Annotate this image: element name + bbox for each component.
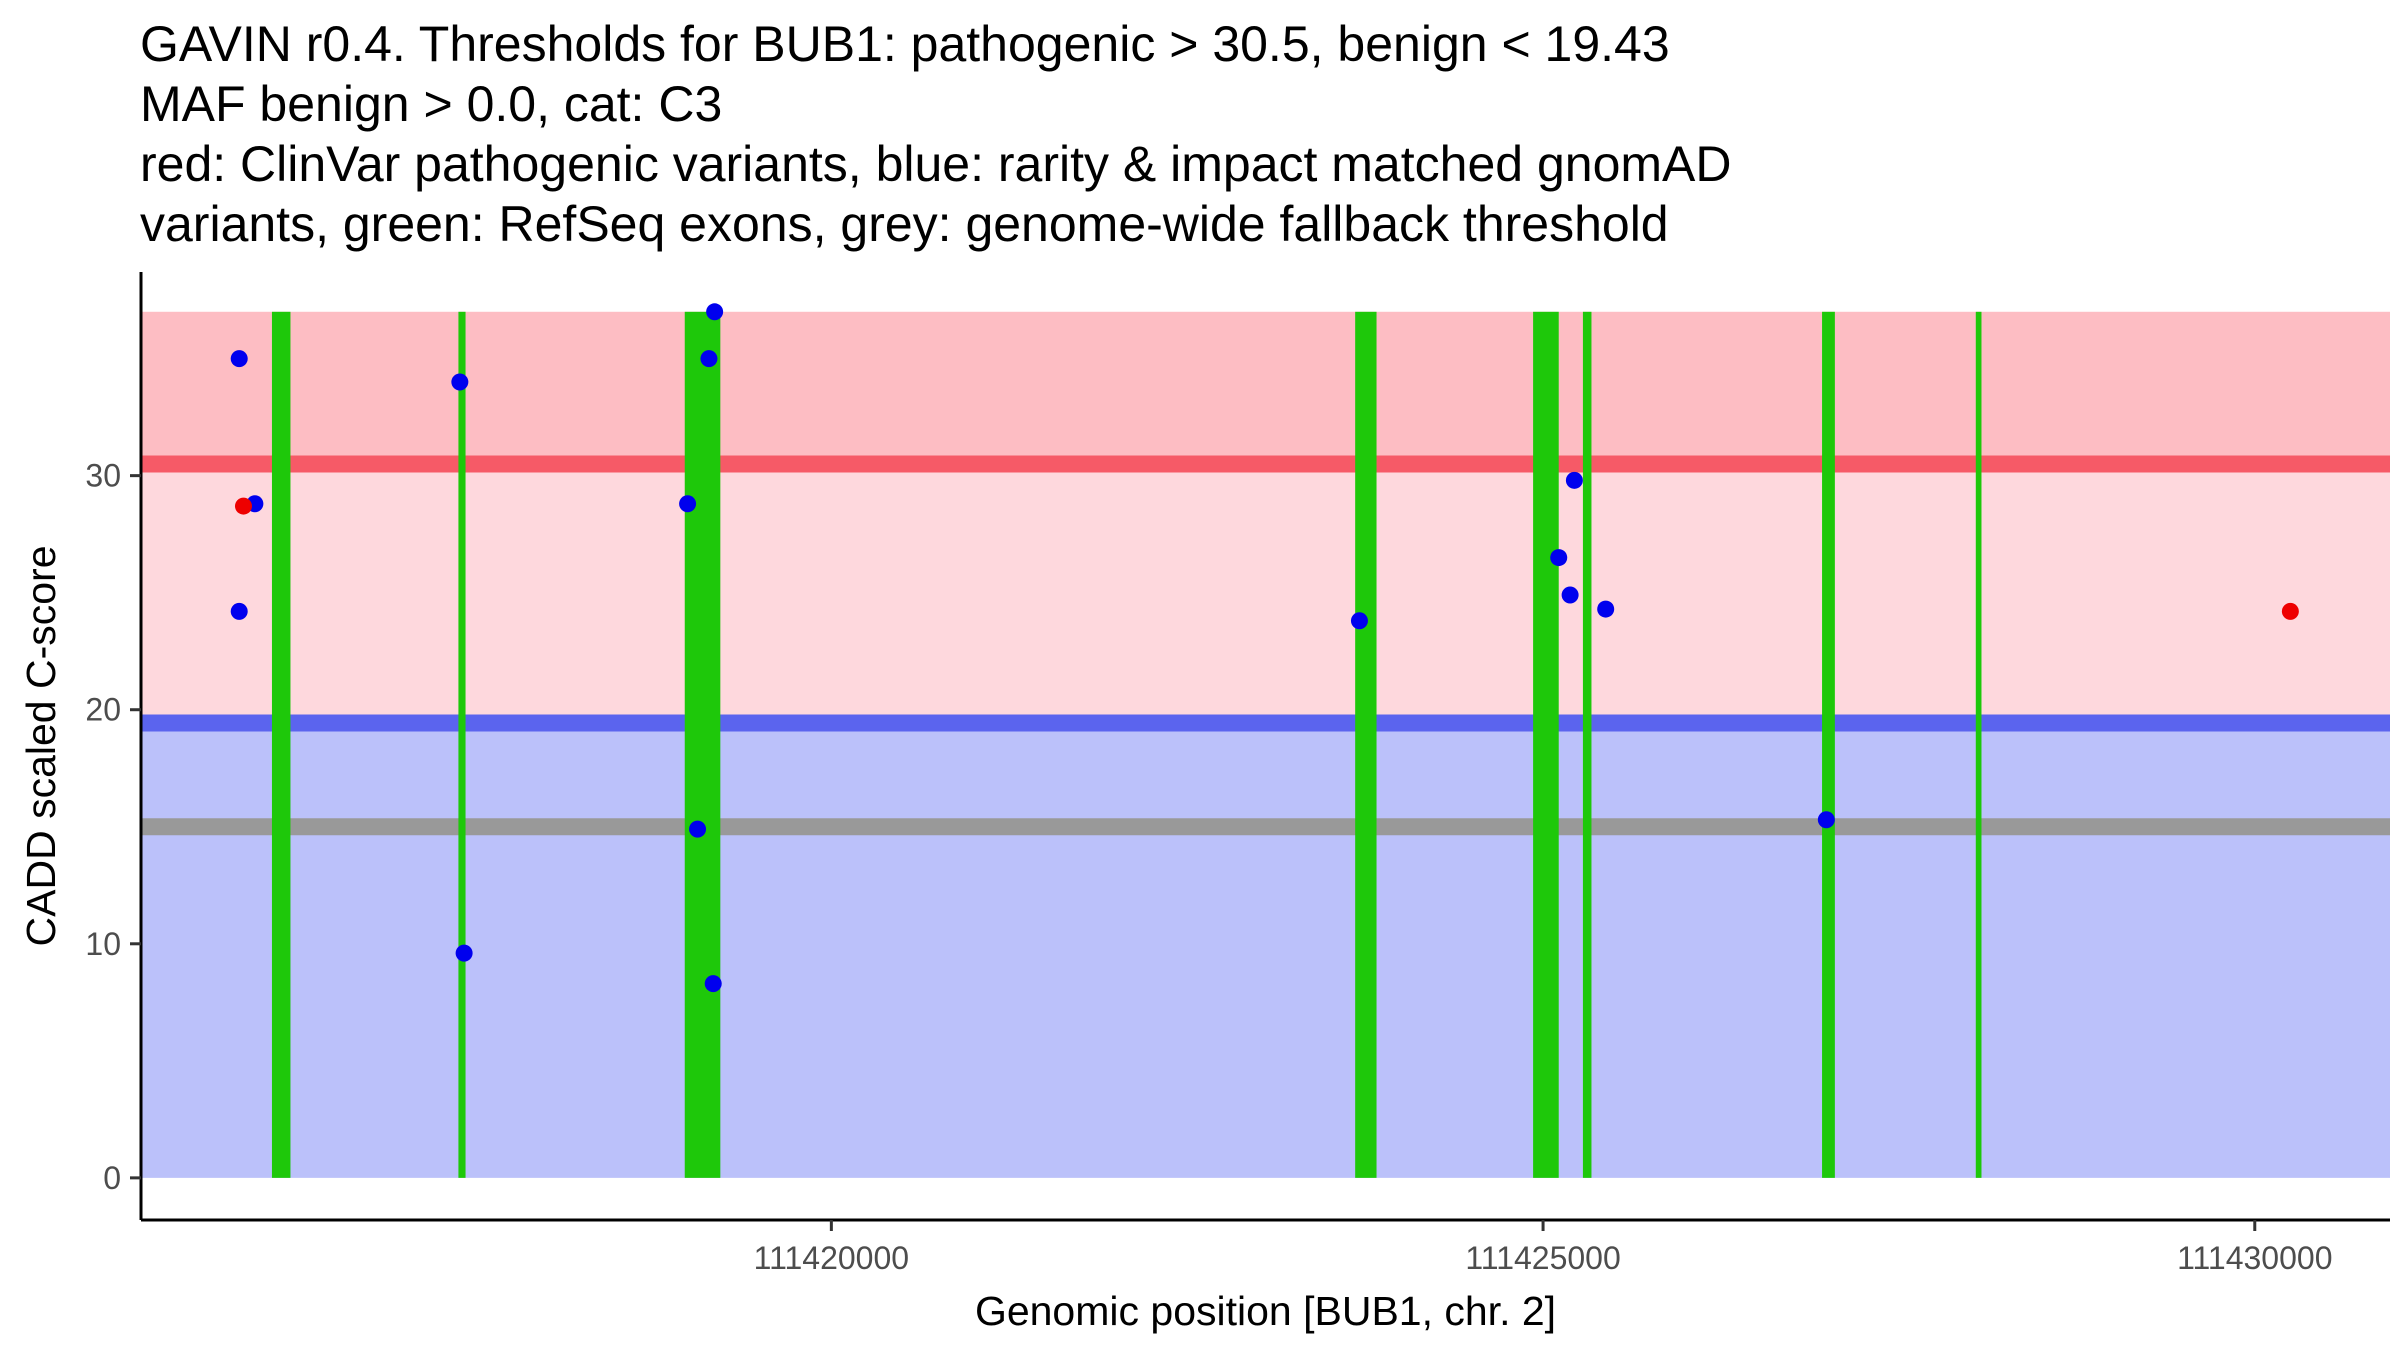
chart-title: GAVIN r0.4. Thresholds for BUB1: pathoge… [140,14,2340,254]
gnomad-point-4 [451,373,469,391]
y-tick-label-30: 30 [85,458,121,494]
exon-bars [271,311,1982,1178]
benign-region [141,723,2390,1178]
y-axis-title: CADD scaled C-score [18,546,64,947]
chart-title-line-4: variants, green: RefSeq exons, grey: gen… [140,196,1669,252]
gnomad-point-15 [1597,600,1615,618]
exon-bar-3 [684,311,721,1178]
gnomad-point-14 [1565,471,1583,489]
gnomad-point-8 [700,350,718,368]
variant-points [230,303,2299,993]
x-tick-label-111425000: 111425000 [1465,1240,1620,1276]
gnomad-point-13 [1561,586,1579,604]
axes: 0 10 20 30 111420000 111425000 111430000 [85,272,2390,1276]
gnomad-point-10 [704,975,722,993]
exon-bar-6 [1582,311,1592,1178]
threshold-regions [141,311,2390,1178]
chart-title-line-2: MAF benign > 0.0, cat: C3 [140,76,723,132]
gnomad-point-7 [689,820,707,838]
gnomad-point-9 [706,303,724,321]
intermediate-region [141,463,2390,724]
chart-title-line-3: red: ClinVar pathogenic variants, blue: … [140,136,1732,192]
x-axis-title: Genomic position [BUB1, chr. 2] [975,1288,1556,1334]
threshold-lines [141,455,2390,836]
gnomad-point-11 [1350,612,1368,630]
exon-bar-1 [271,311,291,1178]
gnomad-point-3 [230,602,248,620]
gnomad-point-1 [230,350,248,368]
chart-title-line-1: GAVIN r0.4. Thresholds for BUB1: pathoge… [140,16,1670,72]
pathogenic-region [141,311,2390,464]
y-tick-label-0: 0 [103,1160,121,1196]
clinvar-point-2 [2281,602,2299,620]
gnomad-point-12 [1550,549,1568,567]
y-tick-label-20: 20 [85,692,121,728]
exon-bar-8 [1975,311,1982,1178]
y-tick-label-10: 10 [85,926,121,962]
gnomad-point-6 [679,495,697,513]
clinvar-point-1 [234,497,252,515]
x-tick-label-111420000: 111420000 [754,1240,909,1276]
exon-bar-2 [458,311,466,1178]
gnomad-point-5 [455,944,473,962]
exon-bar-7 [1822,311,1835,1178]
gnomad-point-16 [1817,811,1835,829]
exon-bar-4 [1355,311,1377,1178]
x-tick-label-111430000: 111430000 [2177,1240,2332,1276]
exon-bar-5 [1533,311,1559,1178]
